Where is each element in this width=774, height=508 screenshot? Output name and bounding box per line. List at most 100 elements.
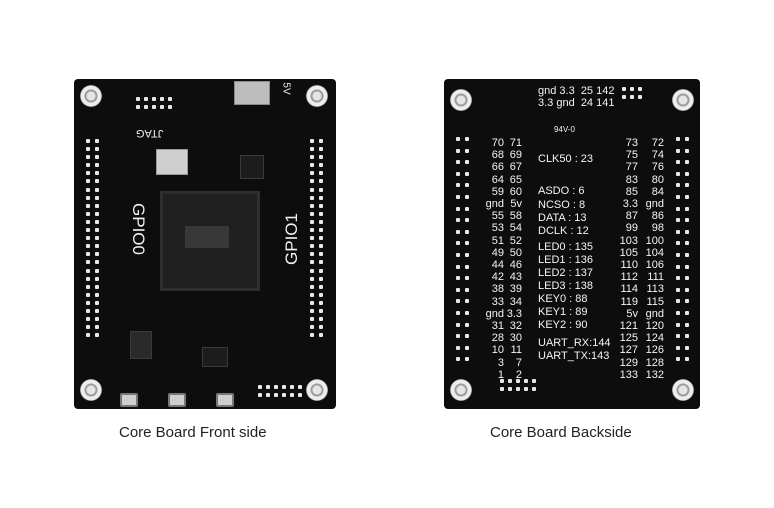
push-button-key1[interactable] — [168, 393, 186, 407]
pin-number: 100 — [645, 234, 664, 247]
pin-number: 68 — [491, 149, 504, 162]
pin-number: 38 — [491, 283, 504, 296]
signal-pin-label: DATA : 13 — [538, 212, 587, 224]
pin-number: 129 — [619, 356, 638, 369]
bottom-header — [258, 385, 302, 397]
pin-number: 98 — [651, 222, 664, 235]
pin-number: 69 — [509, 149, 522, 162]
pin-number: 49 — [491, 246, 504, 259]
pin-number: 103 — [619, 234, 638, 247]
pin-number: 3 — [497, 356, 504, 369]
pin-number: 54 — [509, 222, 522, 235]
pin-number: 105 — [619, 246, 638, 259]
pin-number: 86 — [651, 210, 664, 223]
pin-number: 106 — [645, 259, 664, 272]
pin-number: 39 — [509, 283, 522, 296]
signal-pin-label: UART_RX:144 — [538, 337, 611, 349]
mount-hole — [672, 89, 694, 111]
pin-number: 31 — [491, 320, 504, 333]
top-header — [622, 87, 642, 99]
pin-number: 67 — [509, 161, 522, 174]
signal-pin-label: LED3 : 138 — [538, 280, 594, 292]
pin-number: 112 — [620, 271, 638, 284]
ul-mark: 94V-0 — [554, 125, 575, 134]
pin-number: 74 — [651, 149, 664, 162]
pin-number: gnd — [645, 198, 664, 211]
pin-number: 33 — [491, 295, 504, 308]
pin-number: 84 — [651, 185, 664, 198]
pin-number: 44 — [491, 259, 504, 272]
flash-chip — [240, 155, 264, 179]
pin-number: 110 — [620, 259, 638, 272]
fpga-logo — [185, 226, 229, 248]
pin-number: gnd — [485, 198, 504, 211]
pin-number: 77 — [625, 161, 638, 174]
signal-pin-label: DCLK : 12 — [538, 225, 589, 237]
pin-number: 42 — [491, 271, 504, 284]
pin-number: 28 — [491, 332, 504, 345]
pin-number: 52 — [509, 234, 522, 247]
pin-number: 53 — [491, 222, 504, 235]
pin-number: 128 — [645, 356, 664, 369]
pin-number: 124 — [645, 332, 664, 345]
pin-number: 58 — [509, 210, 522, 223]
pin-number: 87 — [625, 210, 638, 223]
jtag-header — [136, 97, 172, 109]
signal-pin-label: UART_TX:143 — [538, 350, 610, 362]
pin-number: 132 — [645, 368, 664, 381]
signal-pin-label: LED1 : 136 — [538, 254, 594, 266]
pin-number: 80 — [651, 173, 664, 186]
pin-number: 114 — [620, 283, 638, 296]
push-button-key2[interactable] — [216, 393, 234, 407]
right-header — [676, 137, 689, 362]
signal-pin-label: CLK50 : 23 — [538, 153, 594, 165]
mount-hole — [80, 85, 102, 107]
mount-hole — [306, 379, 328, 401]
mount-hole — [672, 379, 694, 401]
pin-number: 66 — [491, 161, 504, 174]
push-button-key0[interactable] — [120, 393, 138, 407]
pin-number: 73 — [625, 137, 638, 149]
pin-number: gnd — [645, 307, 664, 320]
label-gpio0: GPIO0 — [128, 203, 148, 255]
caption-back: Core Board Backside — [490, 424, 632, 441]
pin-number: 115 — [646, 295, 664, 308]
pin-number: 99 — [625, 222, 638, 235]
mount-hole — [450, 379, 472, 401]
gpio0-header — [86, 139, 99, 338]
pin-number: 2 — [515, 368, 522, 381]
pin-number: 75 — [625, 149, 638, 162]
pin-number: 3.3 — [506, 307, 522, 320]
pin-number: 55 — [491, 210, 504, 223]
pin-number: 30 — [509, 332, 522, 345]
pin-number: 121 — [619, 320, 638, 333]
mount-hole — [450, 89, 472, 111]
voltage-regulator — [130, 331, 152, 359]
signal-pin-label: KEY1 : 89 — [538, 306, 588, 318]
pin-number: 46 — [509, 259, 522, 272]
pin-number: 51 — [491, 234, 504, 247]
pin-number: 104 — [645, 246, 664, 259]
pin-number: 7 — [515, 356, 522, 369]
pin-number: 1 — [497, 368, 504, 381]
pin-number: 64 — [491, 173, 504, 186]
pin-number: 70 — [491, 137, 504, 149]
pin-number: 83 — [625, 173, 638, 186]
pin-number: 59 — [491, 185, 504, 198]
pin-number: 76 — [651, 161, 664, 174]
top-pins-line1: gnd 3.3 25 142 — [538, 85, 615, 97]
pin-number: 120 — [645, 320, 664, 333]
pin-number: 125 — [619, 332, 638, 345]
signal-pin-label: KEY0 : 88 — [538, 293, 588, 305]
top-pins-line2: 3.3 gnd 24 141 — [538, 97, 615, 109]
pin-number: 133 — [619, 368, 638, 381]
pin-number: gnd — [485, 307, 504, 320]
signal-pin-label: ASDO : 6 — [538, 185, 585, 197]
gpio1-header — [310, 139, 323, 338]
caption-front: Core Board Front side — [119, 424, 267, 441]
pin-number: 113 — [646, 283, 664, 296]
fpga-chip — [160, 191, 260, 291]
